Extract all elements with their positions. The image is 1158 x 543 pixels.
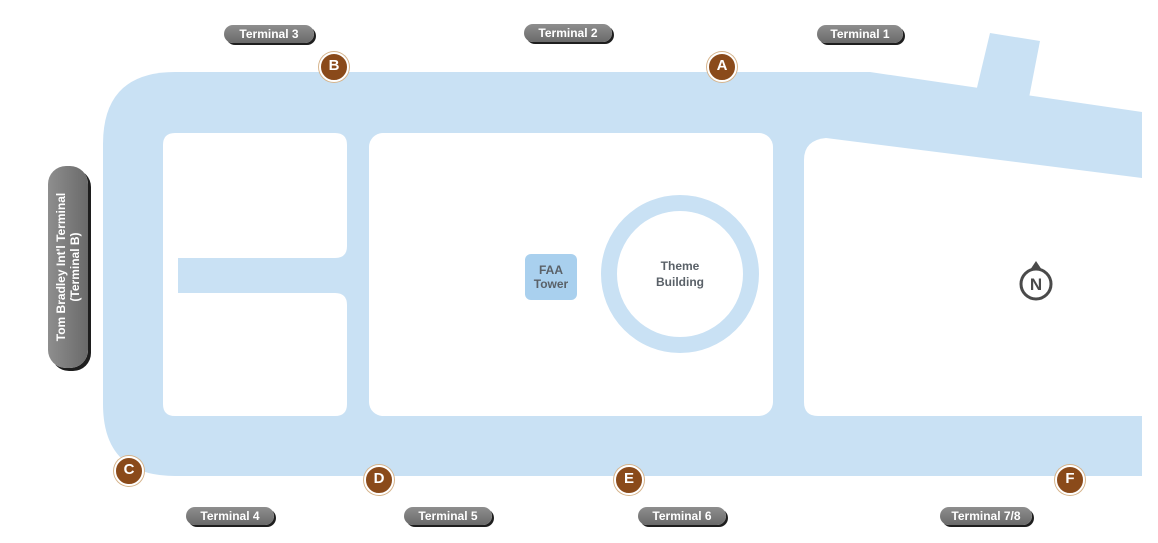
terminal-3-label: Terminal 3: [224, 25, 314, 43]
faa-tower-line-2: Tower: [533, 277, 569, 291]
faa-tower-line-1: FAA: [539, 263, 563, 277]
stop-marker-e[interactable]: E: [614, 465, 644, 495]
block-west: [163, 133, 347, 416]
theme-building-label: Theme Building: [620, 258, 740, 290]
terminal-5-label: Terminal 5: [404, 507, 492, 525]
terminal-7-8-label: Terminal 7/8: [940, 507, 1032, 525]
tom-bradley-line-2: (Terminal B): [68, 232, 82, 302]
theme-building-line-1: Theme: [660, 259, 700, 273]
faa-tower-landmark: FAA Tower: [525, 254, 577, 300]
terminal-2-label: Terminal 2: [524, 24, 612, 42]
theme-building-line-2: Building: [656, 275, 704, 289]
stop-marker-f[interactable]: F: [1055, 465, 1085, 495]
tom-bradley-terminal-label: Tom Bradley Int'l Terminal (Terminal B): [48, 166, 88, 368]
north-compass-icon: N: [1019, 261, 1053, 301]
block-east: [804, 138, 1142, 416]
terminal-6-label: Terminal 6: [638, 507, 726, 525]
theme-building-ring: [601, 195, 759, 353]
stop-marker-a[interactable]: A: [707, 52, 737, 82]
stop-marker-c[interactable]: C: [114, 456, 144, 486]
compass-letter: N: [1030, 275, 1042, 294]
northeast-spur-road: [975, 33, 1040, 108]
tom-bradley-line-1: Tom Bradley Int'l Terminal: [54, 192, 68, 342]
stop-marker-d[interactable]: D: [364, 465, 394, 495]
tom-bradley-terminal-text: Tom Bradley Int'l Terminal (Terminal B): [54, 167, 82, 367]
terminal-4-label: Terminal 4: [186, 507, 274, 525]
terminal-1-label: Terminal 1: [817, 25, 903, 43]
stop-marker-b[interactable]: B: [319, 52, 349, 82]
